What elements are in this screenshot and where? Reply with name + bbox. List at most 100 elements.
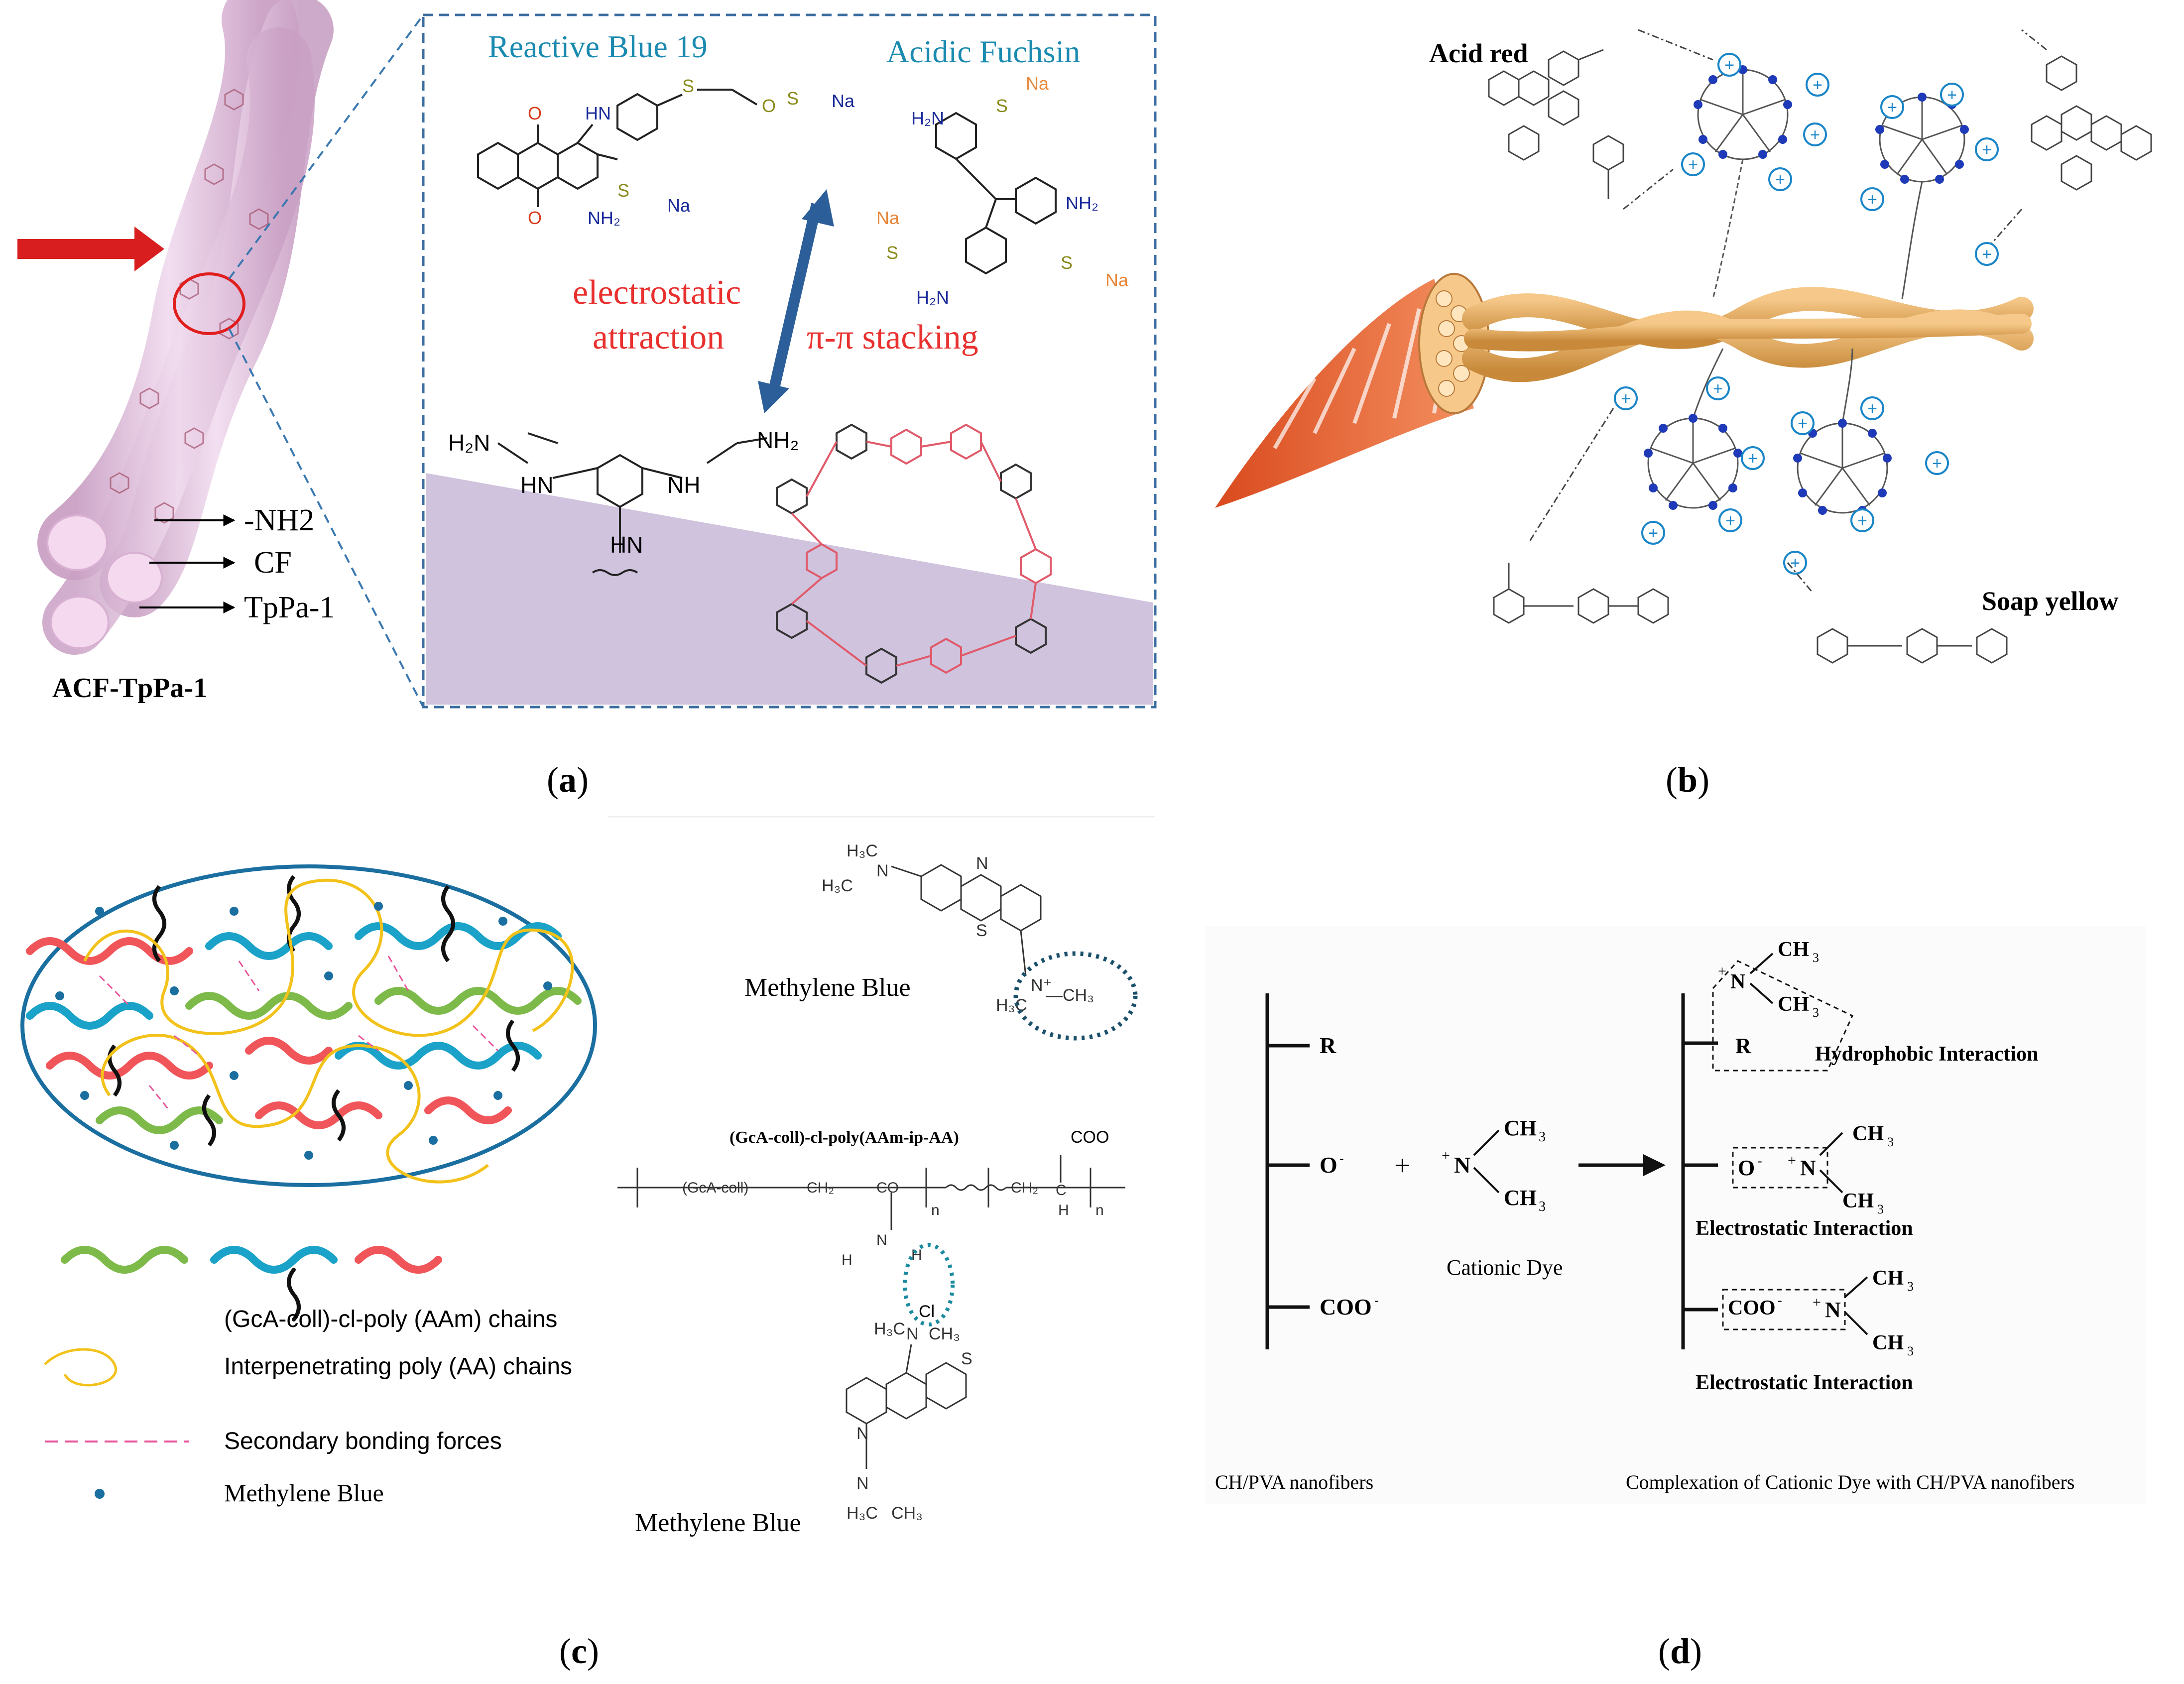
svg-text:N: N [856,1424,869,1443]
zoom-box [422,13,1157,709]
interaction-electrostatic-2: attraction [593,318,724,357]
complex-hydrophobic: + N CH 3 CH 3 R [1712,938,1853,1072]
fiber-legend: -NH2 CF TpPa-1 [139,503,335,624]
svg-text:NH₂: NH₂ [1066,193,1098,213]
svg-text:S: S [787,88,799,109]
svg-text:H₂N: H₂N [911,108,944,128]
svg-text:N: N [856,1474,869,1493]
interaction-electrostatic-1: Electrostatic Interaction [1696,1217,1913,1240]
svg-text:O: O [762,96,776,116]
panel-c: (GcA-coll)-cl-poly (AAm) chains Interpen… [20,816,1155,1671]
interaction-highlight-bottom [903,1243,955,1326]
svg-text:-: - [1758,1154,1762,1168]
svg-text:3: 3 [1539,1199,1546,1214]
svg-text:n: n [931,1202,940,1218]
substrate-surface [426,473,1153,705]
svg-text:CH: CH [1778,993,1809,1016]
svg-text:S: S [1061,252,1073,273]
svg-text:CH₂: CH₂ [1011,1180,1038,1196]
svg-text:S: S [617,180,629,201]
legend-nh2: -NH2 [244,503,314,537]
polymer-backbone [617,1155,1125,1230]
double-arrow-icon [758,189,834,413]
amine-triazine-structure [497,432,767,576]
svg-text:H: H [911,1247,922,1263]
group-o: O [1320,1152,1337,1178]
svg-text:+: + [1887,98,1897,117]
svg-text:+: + [1748,449,1758,468]
na-fuchsin-2: Na [876,208,900,228]
svg-text:HN: HN [610,532,643,558]
svg-text:N: N [1454,1152,1470,1178]
charge-labels: +++++ +++++ +++++ +++++ [1621,56,1992,573]
svg-text:+: + [1867,190,1877,209]
interaction-hydrophobic: Hydrophobic Interaction [1815,1043,2038,1066]
dye-acid-red: Acid red [1429,38,1528,68]
cationic-dye-label: Cationic Dye [1447,1255,1563,1280]
legend-chain-sample [61,1246,442,1322]
mb-label-top: Methylene Blue [744,973,911,1002]
svg-text:CH₃: CH₃ [929,1324,960,1343]
svg-text:O: O [1738,1156,1755,1180]
interaction-pi-stacking: π-π stacking [807,318,978,357]
legend-aa-chains: Interpenetrating poly (AA) chains [224,1353,572,1380]
svg-text:N: N [1730,970,1745,993]
svg-text:S: S [682,76,694,96]
svg-text:N⁺: N⁺ [1031,976,1052,995]
svg-text:+: + [1857,511,1867,530]
acid-red-structure-2 [1986,29,2152,249]
complex-electrostatic-2: COO - + N CH 3 CH 3 [1722,1267,1914,1358]
svg-text:—CH₃: —CH₃ [1046,986,1094,1005]
svg-text:3: 3 [1813,951,1819,965]
svg-text:H₃C: H₃C [847,1504,878,1523]
mb-top-structure [891,864,1042,976]
svg-text:3: 3 [1887,1135,1894,1149]
svg-text:N: N [1800,1156,1816,1180]
legend-secondary: Secondary bonding forces [224,1428,502,1454]
svg-text:+: + [1867,399,1877,418]
svg-text:H: H [842,1252,852,1268]
mb-bottom-structure [846,1344,967,1469]
acid-red-structure [1488,29,1713,210]
svg-text:C: C [1056,1182,1067,1199]
svg-text:H₃C: H₃C [822,876,853,895]
svg-text:+: + [1790,554,1800,573]
interaction-electrostatic-2: Electrostatic Interaction [1696,1371,1913,1394]
svg-text:+: + [1798,414,1808,433]
svg-text:S: S [976,921,987,940]
svg-text:H₃C: H₃C [847,842,878,860]
svg-text:H₃C: H₃C [996,996,1027,1015]
svg-text:+: + [1718,963,1726,979]
zoom-line-top [228,14,424,280]
dye-title-rb19: Reactive Blue 19 [488,29,708,64]
plus-sign: + [1394,1149,1411,1182]
na-rb19-2: Na [667,195,691,216]
dye-title-fuchsin: Acidic Fuchsin [886,34,1080,69]
svg-text:+: + [1688,155,1698,174]
svg-text:N: N [876,861,889,880]
svg-text:3: 3 [1813,1005,1819,1020]
svg-text:NH₂: NH₂ [588,208,620,228]
positive-charges [1614,53,1999,575]
svg-text:3: 3 [1907,1279,1914,1294]
svg-text:(GcA-coll): (GcA-coll) [682,1180,748,1196]
hydrogel-chains [26,922,582,1134]
tppa-cof-structure [776,423,1052,684]
svg-text:R: R [1735,1034,1752,1058]
svg-text:+: + [1932,454,1942,473]
svg-text:S: S [886,242,898,263]
yellow-chains [83,879,574,1184]
svg-text:CH₃: CH₃ [891,1504,923,1523]
svg-text:H₂N: H₂N [448,430,490,456]
na-rb19-1: Na [832,91,855,111]
panel-a: -NH2 CF TpPa-1 ACF-TpPa-1 Reactive Blue … [17,0,1157,800]
dye-soap-yellow: Soap yellow [1982,586,2119,616]
caption-a: (a) [547,760,589,800]
group-r: R [1320,1033,1336,1058]
na-fuchsin-3: Na [1105,270,1129,290]
svg-text:+: + [1725,511,1735,530]
chloride-label: Cl [919,1302,935,1321]
rb19-structure [477,89,758,207]
svg-text:+: + [1810,125,1820,144]
fiber-label: ACF-TpPa-1 [52,673,207,704]
